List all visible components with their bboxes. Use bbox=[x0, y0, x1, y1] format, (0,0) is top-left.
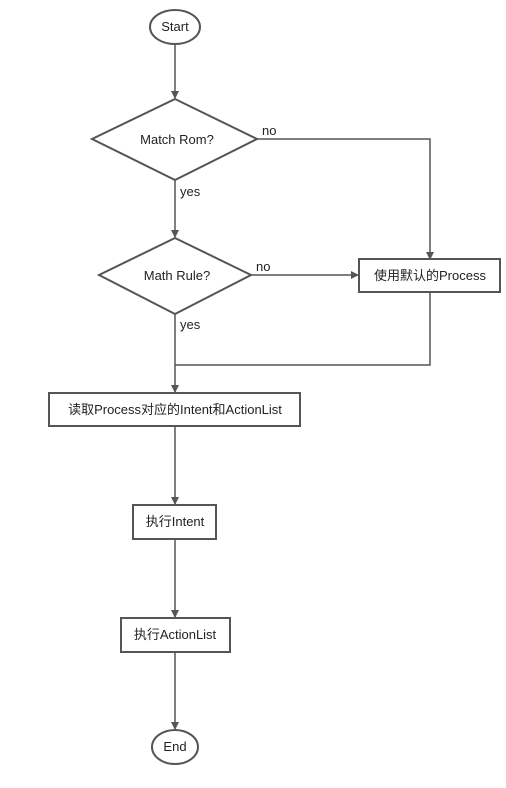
read-process-node: 读取Process对应的Intent和ActionList bbox=[48, 392, 301, 427]
start-node: Start bbox=[149, 9, 201, 45]
edge-match-rom-no bbox=[257, 138, 434, 260]
exec-actionlist-node: 执行ActionList bbox=[120, 617, 231, 653]
math-rule-decision: Math Rule? bbox=[96, 236, 254, 316]
start-node-label: Start bbox=[161, 19, 189, 34]
edge-label-rom-no: no bbox=[262, 123, 276, 138]
use-default-process-label: 使用默认的Process bbox=[374, 268, 486, 283]
exec-intent-label: 执行Intent bbox=[146, 514, 205, 529]
edge-label-rom-yes: yes bbox=[180, 184, 201, 199]
edge-use-default-merge bbox=[175, 292, 431, 366]
math-rule-label: Math Rule? bbox=[144, 268, 210, 283]
end-node: End bbox=[151, 729, 199, 765]
exec-intent-node: 执行Intent bbox=[132, 504, 217, 540]
match-rom-decision: Match Rom? bbox=[89, 97, 260, 182]
exec-actionlist-label: 执行ActionList bbox=[134, 627, 217, 642]
edge-label-rule-no: no bbox=[256, 259, 270, 274]
use-default-process-node: 使用默认的Process bbox=[358, 258, 501, 293]
end-node-label: End bbox=[163, 739, 186, 754]
match-rom-label: Match Rom? bbox=[140, 132, 214, 147]
edge-label-rule-yes: yes bbox=[180, 317, 201, 332]
edges bbox=[171, 44, 434, 730]
read-process-label: 读取Process对应的Intent和ActionList bbox=[68, 402, 282, 417]
